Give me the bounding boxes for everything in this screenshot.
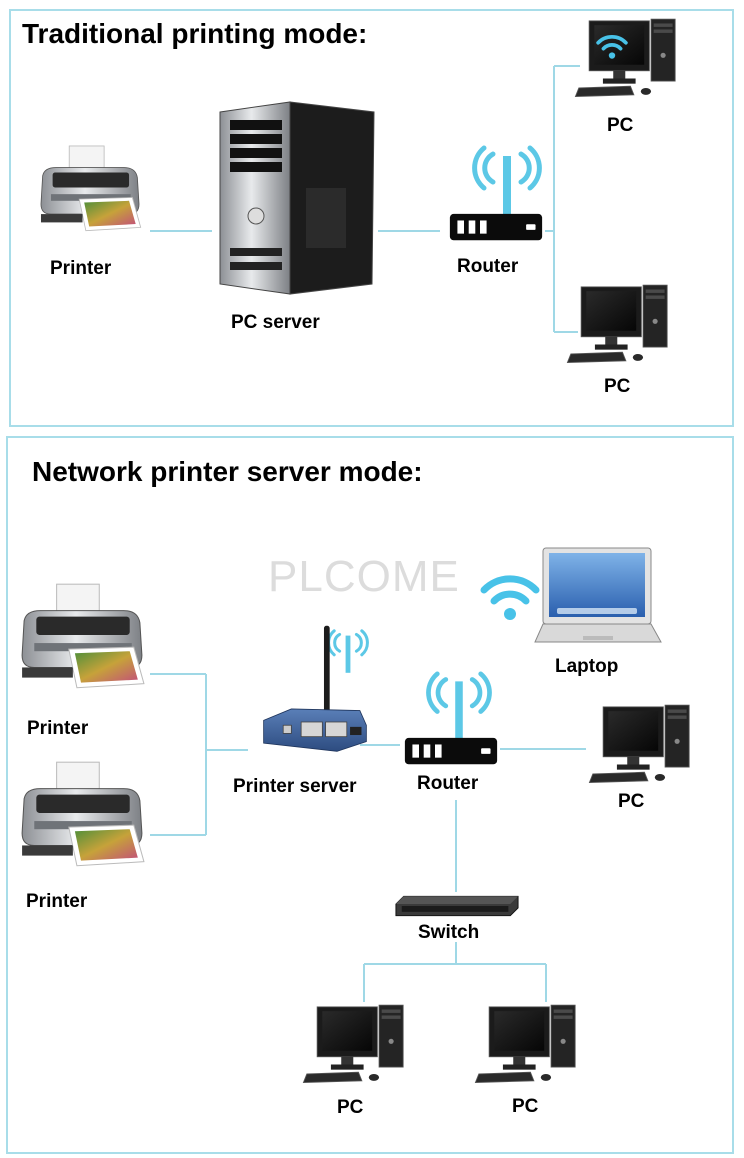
pc-bottom-left-label: PC [337, 1097, 364, 1118]
desktop-pc-icon [298, 1000, 412, 1086]
network-heading: Network printer server mode: [32, 456, 423, 487]
laptop-icon [532, 546, 664, 650]
printer-label: Printer [50, 258, 112, 279]
pc-bottom-label: PC [604, 376, 631, 397]
wifi-icon [426, 666, 492, 742]
switch-icon [394, 894, 520, 918]
desktop-pc-icon [470, 1000, 584, 1086]
pc-right-label: PC [618, 791, 645, 812]
desktop-pc-icon [584, 700, 698, 786]
switch-label: Switch [418, 922, 480, 943]
pc-top-label: PC [607, 115, 634, 136]
laptop-label: Laptop [555, 656, 619, 677]
printer-1-label: Printer [27, 718, 89, 739]
printer-icon [16, 760, 148, 872]
router-label: Router [417, 773, 479, 794]
pc-bottom-right-label: PC [512, 1096, 539, 1117]
traditional-heading: Traditional printing mode: [22, 18, 368, 49]
printer-server-label: Printer server [233, 776, 357, 797]
pc-server-label: PC server [231, 312, 320, 333]
wifi-icon [480, 570, 540, 626]
printer-2-label: Printer [26, 891, 88, 912]
router-icon [402, 736, 500, 768]
printer-icon [16, 582, 148, 694]
printer-server-icon [262, 612, 368, 770]
watermark: PLCOME [268, 552, 460, 601]
router-label: Router [457, 256, 519, 277]
